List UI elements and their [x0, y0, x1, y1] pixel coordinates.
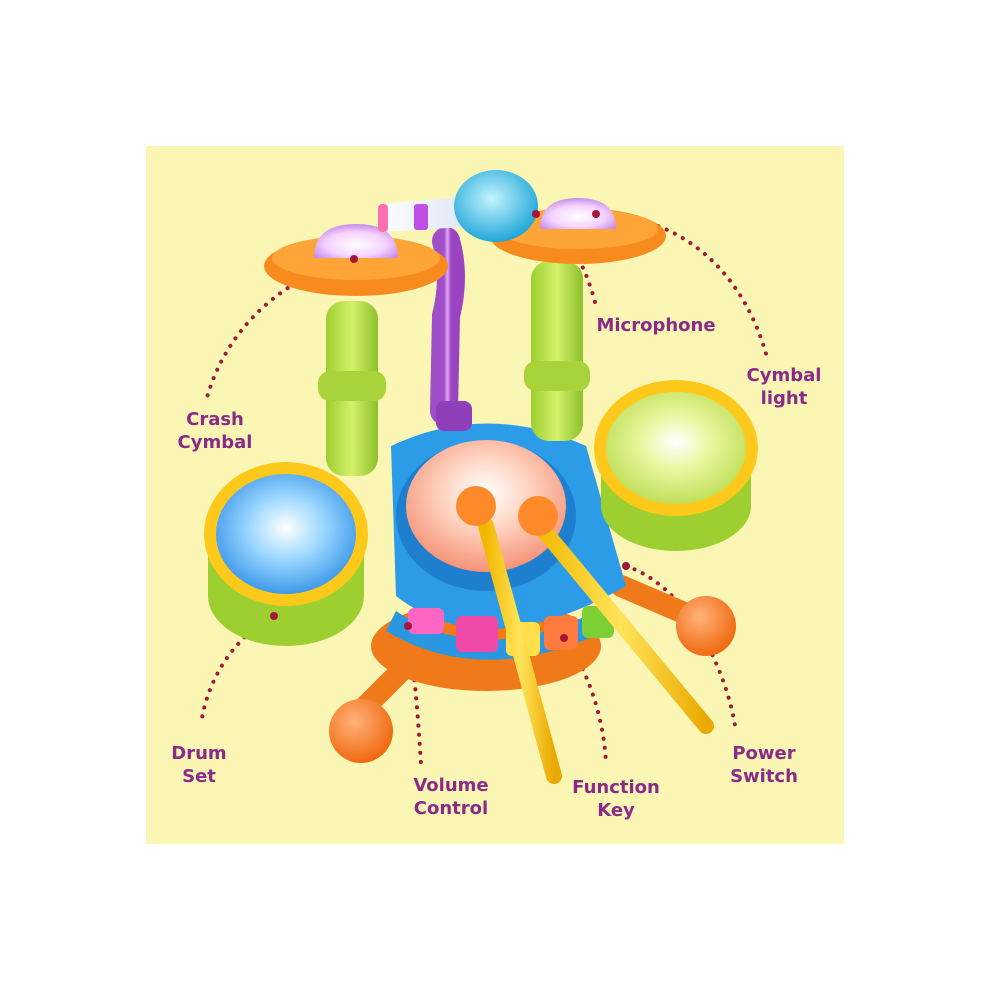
left-drum: [204, 462, 368, 646]
drum-set-label: Drum Set: [171, 743, 227, 787]
right-cymbal-stand: [524, 261, 590, 441]
control-buttons: [408, 606, 614, 656]
right-leg: [610, 575, 736, 656]
right-drum: [594, 380, 758, 551]
crash-cymbal-label: Crash Cymbal: [177, 409, 253, 453]
leader-endpoints: [270, 210, 630, 642]
left-cymbal-stand: [318, 301, 386, 476]
drum-set-toy-illustration: [199, 170, 770, 784]
microphone: [378, 170, 538, 242]
product-image-panel: Crash Cymbal Microphone Cymbal light Dru…: [146, 146, 844, 844]
cymbal-light-label: Cymbal light: [746, 365, 822, 409]
volume-control-label: Volume Control: [413, 775, 489, 819]
function-key-label: Function Key: [572, 777, 660, 821]
drumsticks: [456, 486, 714, 784]
right-cymbal: [490, 198, 666, 264]
microphone-label: Microphone: [596, 315, 716, 336]
microphone-stand: [430, 227, 472, 431]
power-switch-label: Power Switch: [730, 743, 798, 787]
left-cymbal: [264, 224, 448, 296]
